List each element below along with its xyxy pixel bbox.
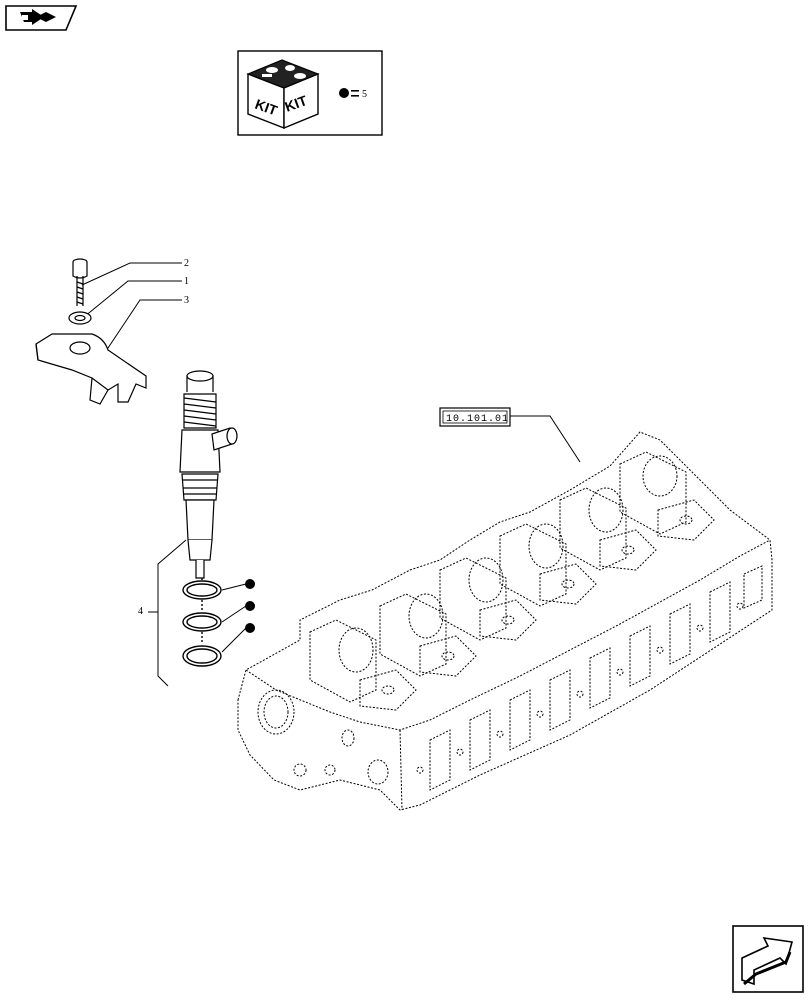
seal-ring-3	[182, 645, 222, 667]
callout-leaders	[81, 262, 187, 687]
kit-marker-dot-icon	[339, 88, 349, 98]
washer-part	[68, 311, 92, 325]
next-page-button[interactable]	[732, 925, 804, 993]
callout-4: 4	[138, 606, 143, 617]
reference-tag[interactable]: 10.101.01	[439, 407, 511, 427]
seal-ring-1	[182, 580, 222, 600]
kit-markers	[245, 579, 255, 633]
kit-marker-3	[245, 623, 255, 633]
seal-rings	[182, 578, 247, 667]
back-nav-button[interactable]	[5, 5, 78, 31]
reference-label: 10.101.01	[446, 414, 509, 425]
kit-text-right: KIT	[283, 92, 310, 115]
cylinder-head-part	[237, 431, 773, 811]
clamp-bracket-part	[35, 333, 147, 405]
callout-3: 3	[184, 295, 189, 306]
kit-legend: KIT KIT 5	[237, 50, 383, 136]
callout-1: 1	[184, 276, 189, 287]
kit-box-icon: KIT KIT	[246, 59, 320, 130]
kit-text-left: KIT	[253, 96, 280, 119]
bolt-part	[72, 258, 88, 306]
callout-2: 2	[184, 258, 189, 269]
kit-marker-2	[245, 601, 255, 611]
injector-part	[179, 370, 238, 579]
next-page-arrow-icon	[741, 936, 794, 986]
seal-ring-2	[182, 612, 222, 632]
back-arrow-icon	[20, 9, 56, 25]
kit-marker-1	[245, 579, 255, 589]
kit-quantity: 5	[362, 89, 367, 100]
